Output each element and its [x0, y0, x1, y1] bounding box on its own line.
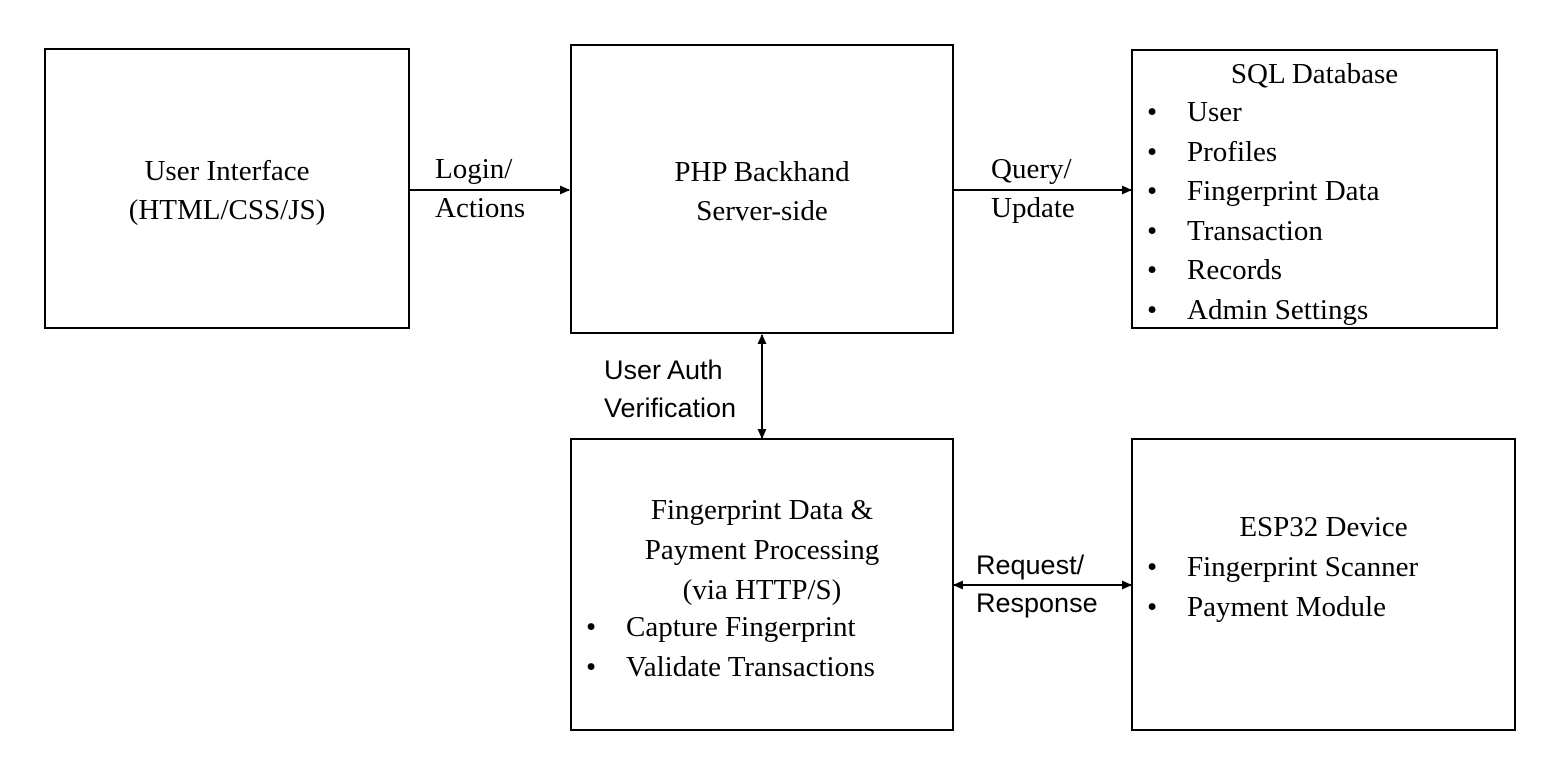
database-item-label: Fingerprint Data — [1187, 175, 1380, 208]
backend-box: PHP Backhand Server-side — [570, 44, 954, 334]
processing-item: • Validate Transactions — [572, 648, 875, 688]
database-title: SQL Database — [1230, 58, 1399, 90]
user-interface-title: User Interface (HTML/CSS/JS) — [46, 152, 408, 230]
device-item-label: Fingerprint Scanner — [1187, 551, 1419, 583]
edge-label-login-actions: Login/ Actions — [435, 150, 525, 228]
processing-item-label: Capture Fingerprint — [626, 611, 856, 643]
database-item-label: Profiles — [1187, 135, 1278, 168]
bullet-dot: • — [1147, 254, 1158, 287]
device-box: ESP32 Device • Fingerprint Scanner • Payme… — [1131, 438, 1516, 731]
edge-label-request-response-line-2: Response — [976, 588, 1098, 618]
bullet-dot: • — [1147, 96, 1158, 128]
edge-label-login-actions-line-2: Actions — [435, 192, 526, 224]
processing-title-line-1: Fingerprint Data & — [650, 494, 874, 526]
database-item: • Transaction — [1133, 212, 1379, 252]
device-item-list: • Fingerprint Scanner • Payment Module — [1133, 548, 1418, 627]
device-title: ESP32 Device — [1239, 511, 1408, 543]
user-interface-title-line-1: User Interface — [144, 155, 310, 187]
edge-label-query-update-line-2: Update — [991, 192, 1075, 224]
edge-label-request-response: Request/ Response — [976, 546, 1098, 622]
bullet-dot: • — [586, 650, 597, 683]
bullet-dot: • — [1147, 590, 1158, 623]
device-item-label: Payment Module — [1187, 590, 1386, 623]
bullet-dot: • — [1147, 551, 1158, 583]
backend-title-line-2: Server-side — [696, 195, 828, 227]
edge-label-login-actions-line-1: Login/ — [435, 153, 513, 185]
bullet-dot: • — [1147, 135, 1158, 168]
database-item: • User — [1133, 93, 1379, 133]
database-item-label: Records — [1187, 254, 1283, 287]
processing-title: Fingerprint Data & Payment Processing (v… — [572, 490, 952, 610]
database-item-label: User — [1187, 96, 1242, 128]
device-item: • Fingerprint Scanner — [1133, 548, 1418, 588]
backend-title: PHP Backhand Server-side — [572, 153, 952, 231]
backend-title-line-1: PHP Backhand — [674, 156, 850, 188]
database-item: • Profiles — [1133, 133, 1379, 173]
processing-box: Fingerprint Data & Payment Processing (v… — [570, 438, 954, 731]
database-item-label: Admin Settings — [1187, 293, 1369, 326]
processing-item-label: Validate Transactions — [626, 650, 875, 683]
edge-label-user-auth-line-2: Verification — [604, 393, 737, 423]
user-interface-box: User Interface (HTML/CSS/JS) — [44, 48, 410, 329]
database-item-list: • User • Profiles • Fingerprint Data • Trans… — [1133, 93, 1379, 331]
edge-label-user-auth-line-1: User Auth — [604, 355, 723, 385]
edge-label-query-update: Query/ Update — [991, 150, 1075, 228]
processing-title-line-2: Payment Processing — [644, 534, 880, 566]
processing-item: • Capture Fingerprint — [572, 608, 875, 648]
bullet-dot: • — [586, 611, 597, 643]
edge-label-user-auth: User Auth Verification — [604, 351, 736, 427]
database-item: • Fingerprint Data — [1133, 172, 1379, 212]
bullet-dot: • — [1147, 214, 1158, 247]
bullet-dot: • — [1147, 175, 1158, 208]
device-item: • Payment Module — [1133, 588, 1418, 628]
database-item-label: Transaction — [1187, 214, 1323, 247]
edge-label-query-update-line-1: Query/ — [991, 153, 1072, 185]
database-item: • Records — [1133, 251, 1379, 291]
database-box: SQL Database • User • Profiles • Fingerprin… — [1131, 49, 1498, 329]
bullet-dot: • — [1147, 293, 1158, 326]
user-interface-title-line-2: (HTML/CSS/JS) — [128, 194, 326, 226]
processing-title-line-3: (via HTTP/S) — [682, 574, 842, 606]
database-item: • Admin Settings — [1133, 291, 1379, 331]
edge-label-request-response-line-1: Request/ — [976, 550, 1085, 580]
processing-item-list: • Capture Fingerprint • Validate Transacti… — [572, 608, 875, 687]
